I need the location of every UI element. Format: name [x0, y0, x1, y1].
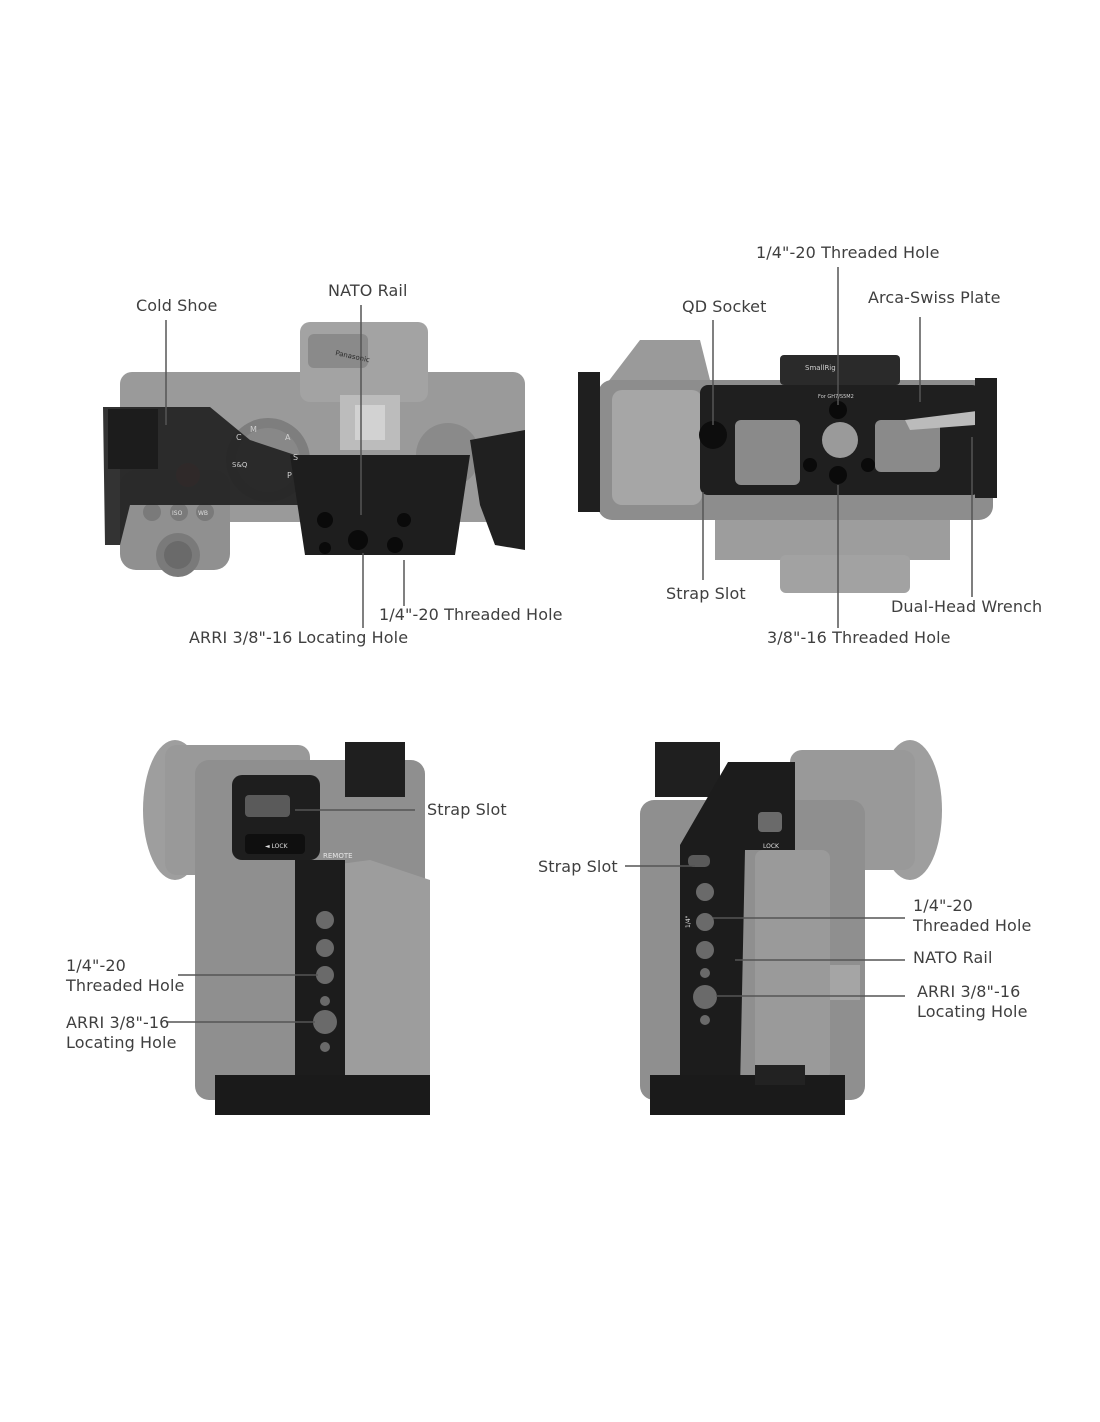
label-bottom-arca-swiss-plate: Arca-Swiss Plate	[868, 288, 1001, 307]
label-left-arri-line2: Locating Hole	[66, 1033, 177, 1052]
label-bottom-strap-slot: Strap Slot	[666, 584, 746, 603]
label-bottom-dual-head-wrench: Dual-Head Wrench	[891, 597, 1043, 616]
bottom-right-bracket	[975, 378, 997, 498]
bottom-battery-door	[612, 390, 702, 505]
label-right-strap-slot: Strap Slot	[538, 857, 618, 876]
top-hole-1	[317, 512, 333, 528]
label-top-nato-rail: NATO Rail	[328, 281, 408, 300]
top-dial-label-5: P	[287, 471, 292, 480]
bottom-window-right	[875, 420, 940, 472]
right-lock-screw	[758, 812, 782, 832]
leader-lines	[165, 267, 973, 1023]
right-hole-small	[700, 968, 710, 978]
label-left-arri-line1: ARRI 3/8"-16	[66, 1013, 170, 1032]
label-right-threaded-line2: Threaded Hole	[913, 916, 1032, 935]
right-thread-mark: 1/4"	[685, 915, 692, 928]
label-left-threaded-line2: Threaded Hole	[66, 976, 185, 995]
label-left-strap-slot: Strap Slot	[427, 800, 507, 819]
right-top-handle	[655, 742, 720, 797]
left-top-handle	[345, 742, 405, 797]
top-dial-label-6: S&Q	[232, 461, 248, 469]
top-cage-base	[290, 455, 470, 555]
right-hole-2	[696, 913, 714, 931]
left-hole-1	[316, 911, 334, 929]
right-cage-base	[650, 1075, 845, 1115]
left-hole-2	[316, 939, 334, 957]
label-top-cold-shoe: Cold Shoe	[136, 296, 218, 315]
top-button-wb	[196, 503, 214, 521]
label-top-arri-locating-hole: ARRI 3/8"-16 Locating Hole	[189, 628, 409, 647]
top-hole-arri	[348, 530, 368, 550]
right-bottom-clamp	[755, 1065, 805, 1085]
right-port-door	[830, 965, 860, 1000]
label-bottom-threaded-hole-38: 3/8"-16 Threaded Hole	[767, 628, 951, 647]
top-joystick-inner	[164, 541, 192, 569]
label-bottom-threaded-hole: 1/4"-20 Threaded Hole	[756, 243, 940, 262]
top-dial-label-2: M	[250, 425, 257, 434]
right-side-illustration	[640, 740, 942, 1115]
right-hole-arri	[693, 985, 717, 1009]
top-button-iso	[170, 503, 188, 521]
left-cage-base	[215, 1075, 430, 1115]
bottom-eyecup	[780, 555, 910, 593]
top-cold-shoe-block	[108, 409, 158, 469]
label-left-threaded-line1: 1/4"-20	[66, 956, 126, 975]
top-wb-text: WB	[198, 510, 208, 517]
label-right-nato-rail: NATO Rail	[913, 948, 993, 967]
bottom-lcd-edge	[715, 520, 950, 560]
top-dial-label-1: C	[236, 433, 242, 442]
label-right-arri-line1: ARRI 3/8"-16	[917, 982, 1021, 1001]
left-strap-slot-hole	[245, 795, 290, 817]
left-side-illustration	[143, 740, 430, 1115]
left-lock-button	[245, 834, 305, 854]
label-bottom-qd-socket: QD Socket	[682, 297, 767, 316]
right-hole-1	[696, 883, 714, 901]
right-strap-slot-hole	[688, 855, 710, 867]
bottom-hole-left	[803, 458, 817, 472]
label-right-threaded-line1: 1/4"-20	[913, 896, 973, 915]
bottom-hole-top	[829, 401, 847, 419]
left-lock-text: ◄ LOCK	[265, 843, 289, 850]
bottom-view-illustration	[578, 340, 997, 593]
bottom-wrench	[905, 410, 985, 430]
top-dial-label-4: S	[293, 453, 298, 462]
bottom-model-note: For GH7/S5M2	[818, 394, 854, 400]
left-hole-small-2	[320, 1042, 330, 1052]
left-hole-small	[320, 996, 330, 1006]
right-lock-text: LOCK	[763, 843, 780, 850]
bottom-brand-text: SmallRig	[805, 364, 836, 372]
label-right-arri-line2: Locating Hole	[917, 1002, 1028, 1021]
top-dial-label-3: A	[285, 433, 291, 442]
bottom-qd-socket	[699, 421, 727, 449]
bottom-window-left	[735, 420, 800, 485]
right-hole-small-2	[700, 1015, 710, 1025]
label-top-threaded-hole: 1/4"-20 Threaded Hole	[379, 605, 563, 624]
top-iso-text: ISO	[172, 510, 183, 517]
bottom-arca-clamp	[780, 355, 900, 385]
top-hole-3	[397, 513, 411, 527]
right-lcd-panel	[755, 850, 830, 1080]
top-hole-2	[387, 537, 403, 553]
top-button-1	[143, 503, 161, 521]
right-hole-3	[696, 941, 714, 959]
top-eyecup	[308, 334, 368, 368]
left-hole-arri	[313, 1010, 337, 1034]
bottom-left-bracket	[578, 372, 600, 512]
left-hole-3	[316, 966, 334, 984]
top-hole-4	[319, 542, 331, 554]
top-view-illustration	[103, 322, 525, 577]
top-cage-right-arm	[470, 430, 525, 550]
top-hotshoe-contacts	[355, 405, 385, 440]
bottom-hole-38	[829, 466, 847, 484]
left-remote-text: REMOTE	[323, 852, 353, 860]
bottom-hole-right	[861, 458, 875, 472]
bottom-center-screw	[822, 422, 858, 458]
